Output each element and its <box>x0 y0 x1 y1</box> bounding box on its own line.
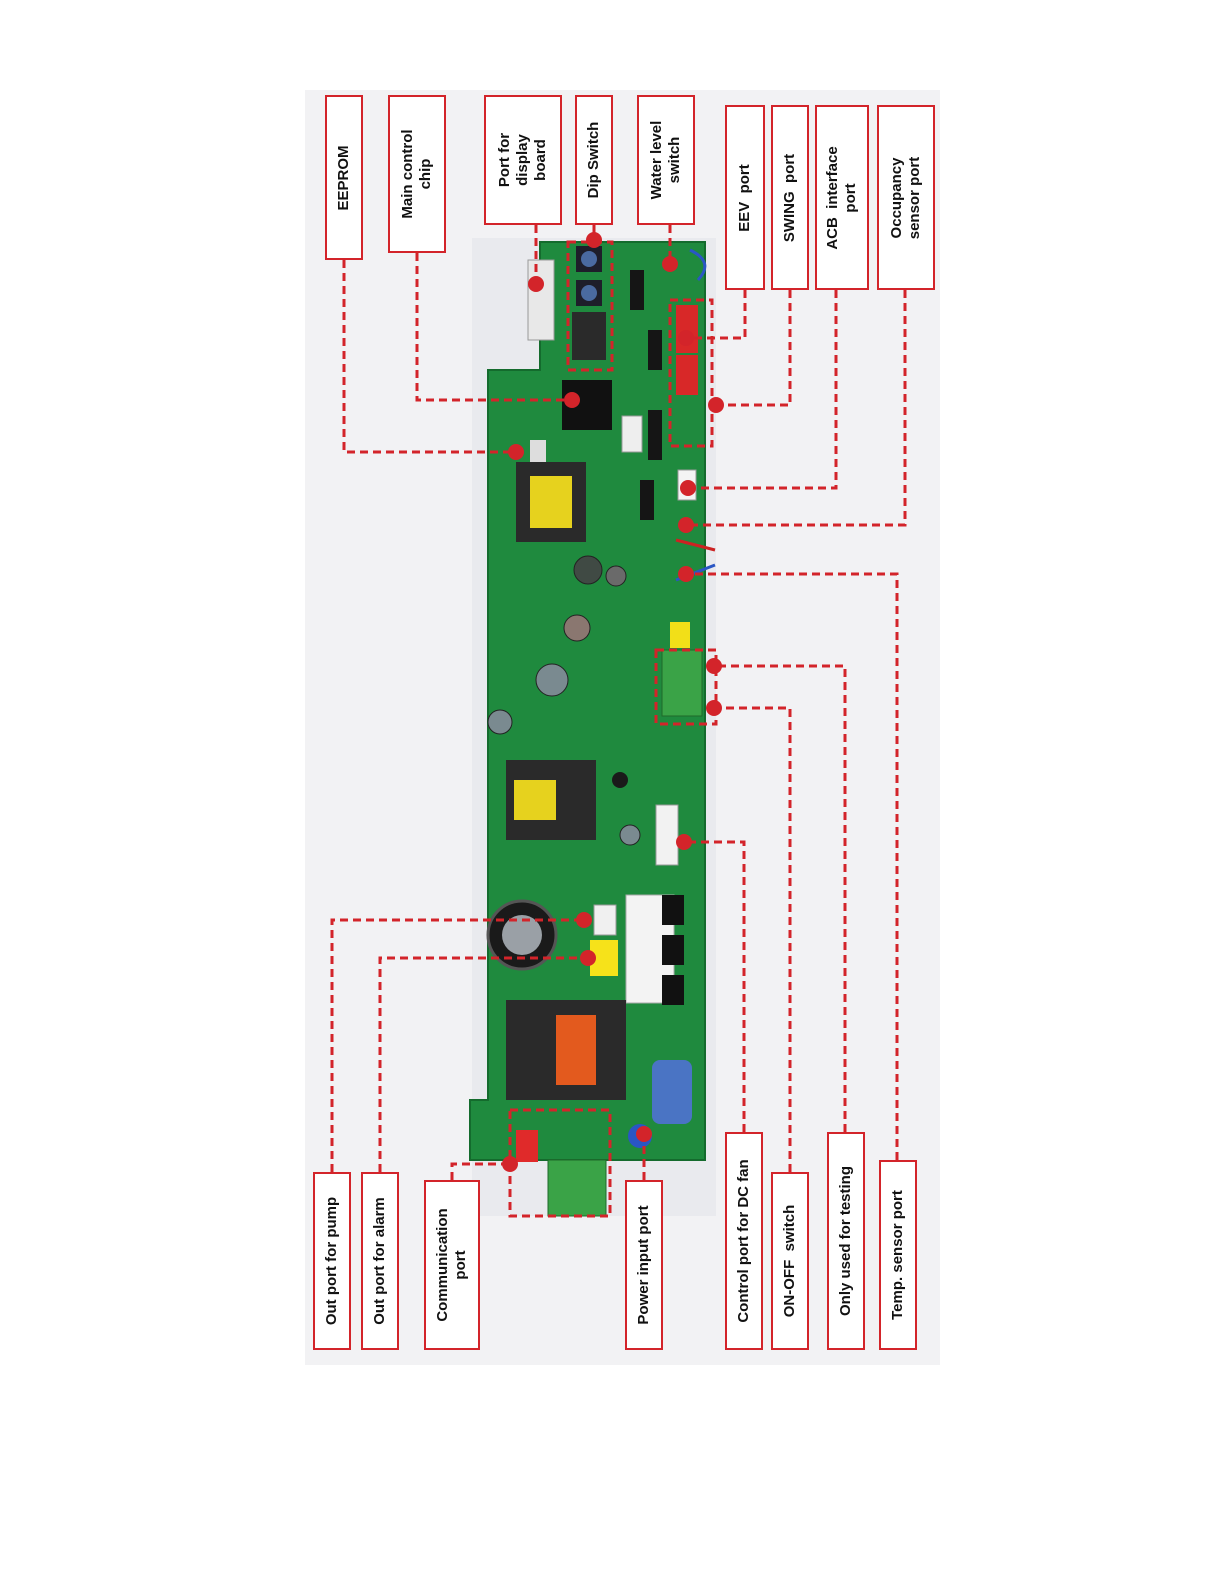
dot-temp-sensor <box>678 566 694 582</box>
leader-communication <box>452 1164 510 1180</box>
leader-eev <box>686 290 745 338</box>
dot-testing <box>706 658 722 674</box>
leader-on-off <box>714 708 790 1172</box>
dot-water-level <box>662 256 678 272</box>
dip-switch-box <box>568 242 612 370</box>
leader-dc-fan <box>684 842 744 1132</box>
leader-testing <box>714 666 845 1132</box>
swing-box <box>670 300 712 446</box>
dot-power <box>636 1126 652 1142</box>
dot-occupancy <box>678 517 694 533</box>
dot-alarm <box>580 950 596 966</box>
leader-eeprom <box>344 260 514 452</box>
dot-on-off <box>706 700 722 716</box>
dot-communication <box>502 1156 518 1172</box>
dot-main-chip <box>564 392 580 408</box>
dot-swing <box>708 397 724 413</box>
leader-swing <box>716 290 790 405</box>
dot-eeprom <box>508 444 524 460</box>
dot-dc-fan <box>676 834 692 850</box>
communication-box <box>510 1110 610 1216</box>
dot-pump <box>576 912 592 928</box>
dot-dip-switch <box>586 232 602 248</box>
leader-alarm <box>380 958 588 1172</box>
dot-acb <box>680 480 696 496</box>
leader-main-chip <box>417 253 572 400</box>
on-off-box <box>656 650 716 724</box>
dot-display-port <box>528 276 544 292</box>
dot-eev <box>678 330 694 346</box>
